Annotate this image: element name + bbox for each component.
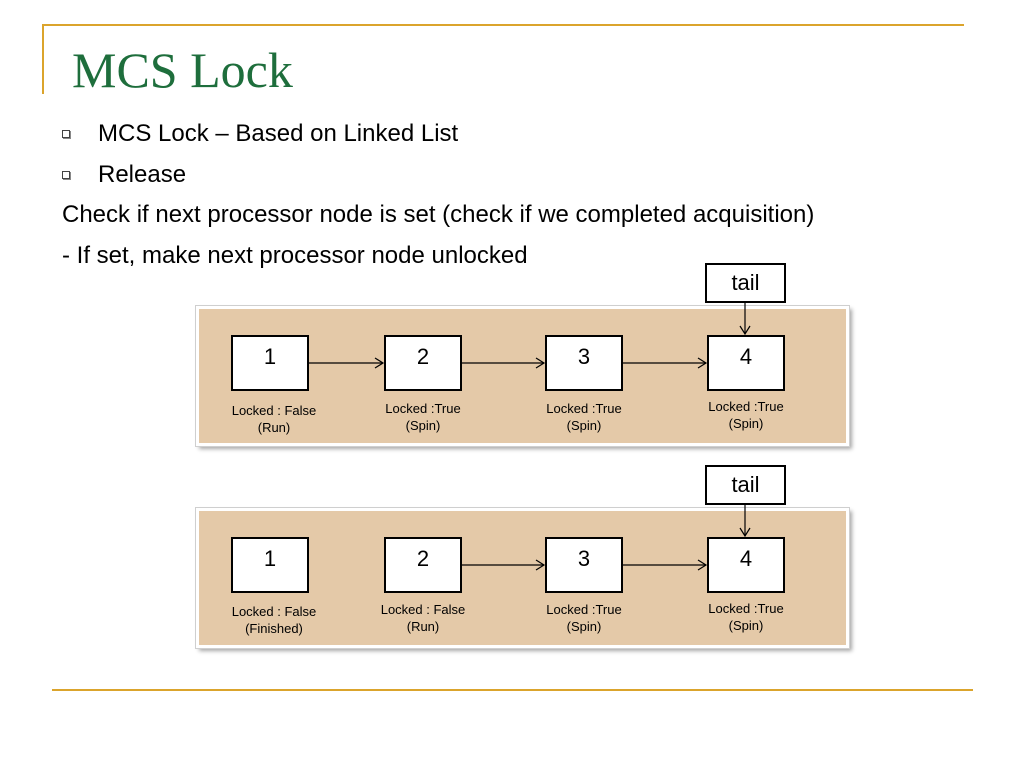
node-caption: Locked :True (Spin) <box>524 601 644 635</box>
queue-node: 4 <box>707 335 785 391</box>
queue-node: 3 <box>545 537 623 593</box>
node-caption: Locked : False (Run) <box>363 601 483 635</box>
run-status-text: (Spin) <box>566 418 602 433</box>
lock-state-text: Locked : False <box>231 403 317 418</box>
queue-node: 2 <box>384 335 462 391</box>
run-status-text: (Run) <box>406 619 440 634</box>
run-status-text: (Spin) <box>566 619 602 634</box>
slide-title: MCS Lock <box>72 42 293 98</box>
lock-state-text: Locked :True <box>546 401 622 416</box>
bullet-text: MCS Lock – Based on Linked List <box>98 120 459 147</box>
run-status-text: (Spin) <box>405 418 441 433</box>
node-caption: Locked : False (Run) <box>214 402 334 436</box>
queue-node: 4 <box>707 537 785 593</box>
tail-pointer-box: tail <box>705 263 786 303</box>
tail-pointer-box: tail <box>705 465 786 505</box>
lock-state-text: Locked :True <box>546 602 622 617</box>
run-status-text: (Spin) <box>728 618 764 633</box>
queue-node: 1 <box>231 335 309 391</box>
run-status-text: (Spin) <box>728 416 764 431</box>
node-caption: Locked :True (Spin) <box>524 400 644 434</box>
node-caption: Locked :True (Spin) <box>686 600 806 634</box>
lock-state-text: Locked :True <box>385 401 461 416</box>
square-bullet-icon <box>62 130 70 138</box>
lock-state-text: Locked :True <box>708 601 784 616</box>
bullet-text: Release <box>98 161 187 188</box>
queue-node: 3 <box>545 335 623 391</box>
bottom-accent-rule <box>52 689 973 691</box>
node-caption: Locked :True (Spin) <box>363 400 483 434</box>
queue-node: 1 <box>231 537 309 593</box>
lock-state-text: Locked :True <box>708 399 784 414</box>
top-accent-rule <box>42 24 964 26</box>
run-status-text: (Finished) <box>245 621 303 636</box>
left-accent-rule <box>42 24 44 94</box>
body-line: - If set, make next processor node unloc… <box>62 242 528 269</box>
node-caption: Locked :True (Spin) <box>686 398 806 432</box>
node-caption: Locked : False (Finished) <box>214 603 334 637</box>
run-status-text: (Run) <box>257 420 291 435</box>
body-line: Check if next processor node is set (che… <box>62 201 815 228</box>
queue-node: 2 <box>384 537 462 593</box>
lock-state-text: Locked : False <box>231 604 317 619</box>
lock-state-text: Locked : False <box>380 602 466 617</box>
square-bullet-icon <box>62 171 70 179</box>
